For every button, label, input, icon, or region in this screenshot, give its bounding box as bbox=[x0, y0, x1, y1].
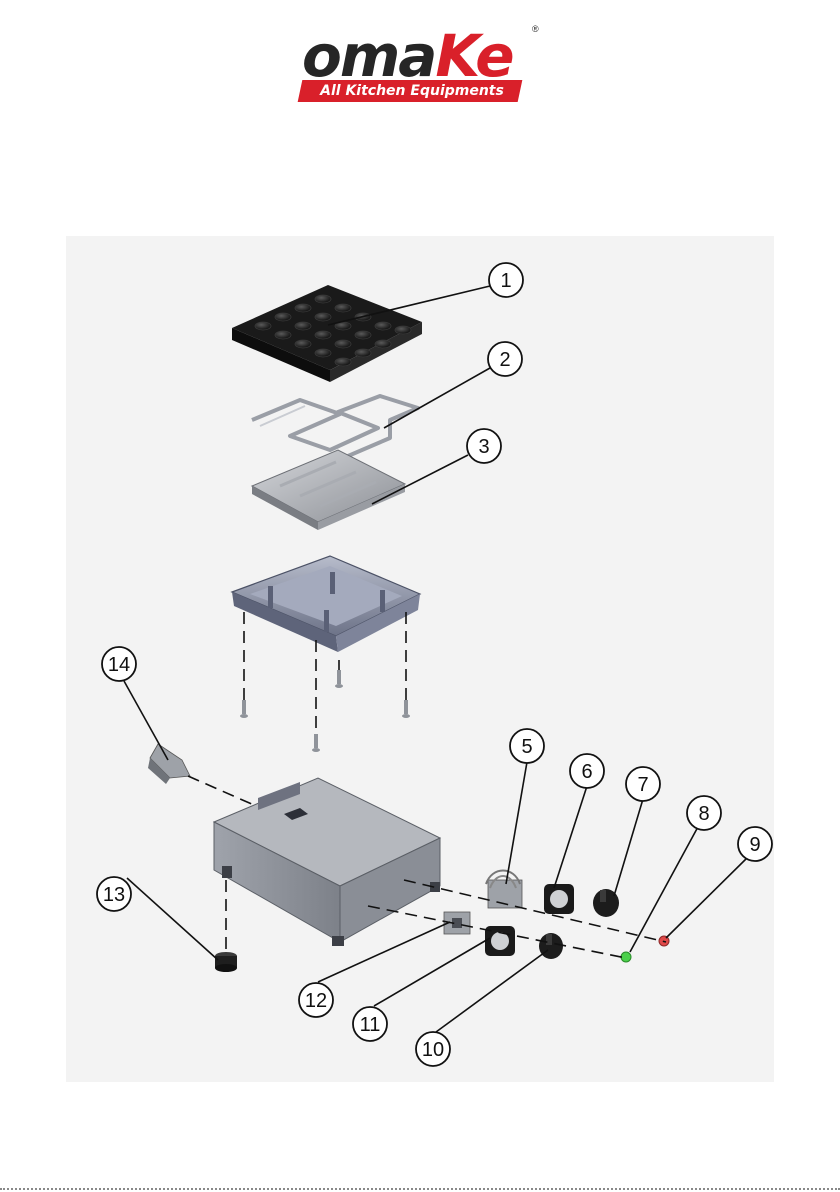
part-heating-element bbox=[252, 396, 418, 456]
callout-11: 11 bbox=[353, 1007, 387, 1041]
callout-13: 13 bbox=[97, 877, 131, 911]
callout-number: 11 bbox=[360, 1014, 381, 1036]
callout-8: 8 bbox=[687, 796, 721, 830]
leader-lines bbox=[124, 286, 749, 1032]
part-base-tray bbox=[232, 556, 420, 652]
callout-number: 13 bbox=[103, 884, 125, 906]
callout-14: 14 bbox=[102, 647, 136, 681]
part-main-housing bbox=[214, 778, 440, 952]
part-thermostat bbox=[486, 871, 522, 909]
callout-number: 9 bbox=[749, 834, 760, 856]
part-griddle-plate bbox=[232, 285, 422, 382]
callout-6: 6 bbox=[570, 754, 604, 788]
part-foot bbox=[215, 952, 237, 972]
callout-number: 8 bbox=[698, 803, 709, 825]
callout-9: 9 bbox=[738, 827, 772, 861]
callout-number: 5 bbox=[521, 736, 532, 758]
part-reflector-plate bbox=[252, 450, 405, 530]
part-gasket-upper bbox=[544, 884, 574, 914]
callout-number: 3 bbox=[478, 436, 489, 458]
part-lamp-green bbox=[621, 952, 631, 962]
callout-number: 7 bbox=[637, 774, 648, 796]
callout-number: 1 bbox=[500, 270, 511, 292]
callout-1: 1 bbox=[489, 263, 523, 297]
callout-number: 2 bbox=[499, 349, 510, 371]
callout-number: 6 bbox=[581, 761, 592, 783]
part-knob-lower bbox=[539, 933, 563, 959]
callout-5: 5 bbox=[510, 729, 544, 763]
callout-12: 12 bbox=[299, 983, 333, 1017]
callout-7: 7 bbox=[626, 767, 660, 801]
callout-number: 10 bbox=[422, 1039, 444, 1061]
callout-2: 2 bbox=[488, 342, 522, 376]
callout-number: 14 bbox=[108, 654, 130, 676]
page-bottom-rule bbox=[0, 1188, 840, 1190]
callout-10: 10 bbox=[416, 1032, 450, 1066]
callout-number: 12 bbox=[305, 990, 327, 1012]
callout-3: 3 bbox=[467, 429, 501, 463]
